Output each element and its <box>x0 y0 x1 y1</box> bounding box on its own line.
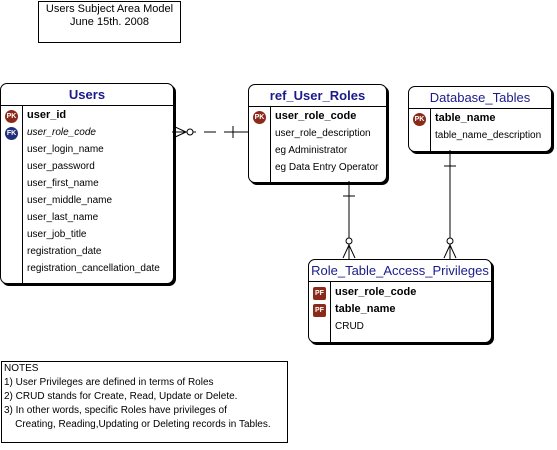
relationship-users-roles <box>172 125 248 139</box>
attr-eg-data-entry-operator: eg Data Entry Operator <box>275 162 379 173</box>
relationship-roles-access <box>342 181 356 259</box>
notes-line: 1) User Privileges are defined in terms … <box>4 377 214 388</box>
pk-icon: PK <box>253 111 266 124</box>
key-column <box>309 282 331 342</box>
notes-line: Creating, Reading,Updating or Deleting r… <box>4 419 271 430</box>
notes-title: NOTES <box>4 363 39 374</box>
entity-database-tables[interactable]: Database_Tables PK table_name table_name… <box>408 86 552 152</box>
key-column <box>249 107 271 182</box>
attr-crud: CRUD <box>335 321 364 332</box>
entity-database-tables-title: Database_Tables <box>409 87 551 109</box>
entity-role-table-access-privileges[interactable]: Role_Table_Access_Privileges PF user_rol… <box>308 259 492 343</box>
pk-icon: PK <box>413 113 426 126</box>
notes-line: 2) CRUD stands for Create, Read, Update … <box>4 391 238 402</box>
entity-role-table-access-privileges-title: Role_Table_Access_Privileges <box>309 260 491 282</box>
key-column <box>1 106 23 283</box>
attr-registration-cancellation-date: registration_cancellation_date <box>27 263 160 274</box>
pf-icon: PF <box>313 287 326 300</box>
entity-users[interactable]: Users PK user_id FK user_role_code user_… <box>0 83 174 284</box>
attr-table-name: table_name <box>335 303 396 315</box>
attr-user-role-code: user_role_code <box>275 110 357 122</box>
attr-user-middle-name: user_middle_name <box>27 195 113 206</box>
pk-icon: PK <box>5 110 18 123</box>
relationship-tables-access <box>443 150 457 259</box>
attr-eg-administrator: eg Administrator <box>275 145 348 156</box>
entity-ref-user-roles-title: ref_User_Roles <box>249 85 386 107</box>
diagram-title: Users Subject Area Model <box>45 3 174 15</box>
attr-table-name-description: table_name_description <box>435 130 542 141</box>
diagram-title-box: Users Subject Area Model June 15th. 2008 <box>38 1 181 43</box>
entity-users-title: Users <box>1 84 173 106</box>
attr-user-id: user_id <box>27 109 67 121</box>
fk-icon: FK <box>5 127 18 140</box>
attr-user-role-description: user_role_description <box>275 128 371 139</box>
attr-user-role-code: user_role_code <box>335 286 417 298</box>
attr-user-login-name: user_login_name <box>27 144 104 155</box>
key-column <box>409 109 431 151</box>
entity-ref-user-roles[interactable]: ref_User_Roles PK user_role_code user_ro… <box>248 84 387 183</box>
pf-icon: PF <box>313 304 326 317</box>
diagram-date: June 15th. 2008 <box>70 16 149 28</box>
attr-registration-date: registration_date <box>27 246 102 257</box>
attr-user-last-name: user_last_name <box>27 212 99 223</box>
notes-line: 3) In other words, specific Roles have p… <box>4 405 227 416</box>
notes-box: NOTES 1) User Privileges are defined in … <box>1 361 288 443</box>
attr-table-name: table_name <box>435 112 496 124</box>
attr-user-job-title: user_job_title <box>27 229 87 240</box>
attr-user-role-code: user_role_code <box>27 127 96 138</box>
attr-user-first-name: user_first_name <box>27 178 99 189</box>
attr-user-password: user_password <box>27 161 95 172</box>
